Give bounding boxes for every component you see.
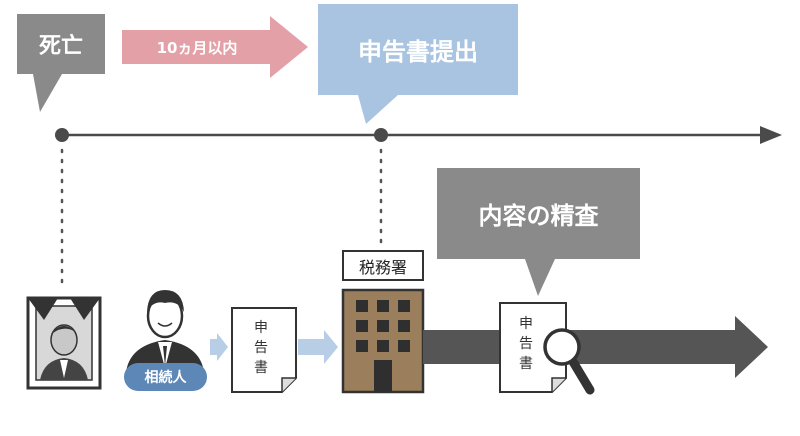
filing-label: 申告書提出 [358,38,478,66]
reviewed-document-icon [499,302,567,393]
review-callout [437,168,640,296]
document-char: 書 [254,360,268,376]
period-label: 10ヵ月以内 [156,38,238,57]
heir-to-document-arrow [210,333,228,361]
death-label: 死亡 [38,34,83,59]
document-char: 告 [254,340,268,356]
heir-badge [124,363,207,391]
person-icon [126,290,204,372]
building-icon [341,288,425,394]
timeline [55,126,782,144]
death-callout [17,14,105,112]
document-to-office-arrow [298,330,338,364]
magnifier-icon [543,328,595,395]
review-label: 内容の精査 [478,202,599,230]
document-icon [231,307,297,393]
document-char: 告 [519,336,533,352]
period-arrow [122,16,308,78]
document-char: 書 [519,356,533,372]
tax-office-label-box [342,250,424,281]
heir-label: 相続人 [144,370,187,386]
tax-office-label: 税務署 [358,257,407,277]
document-text: 申 告 書 [232,318,290,378]
flow-arrow [423,316,768,378]
document-char: 申 [254,320,268,336]
framed-portrait-icon [26,296,102,390]
document-char: 申 [519,316,533,332]
reviewed-document-text: 申 告 書 [504,314,548,374]
filing-callout [318,4,518,124]
